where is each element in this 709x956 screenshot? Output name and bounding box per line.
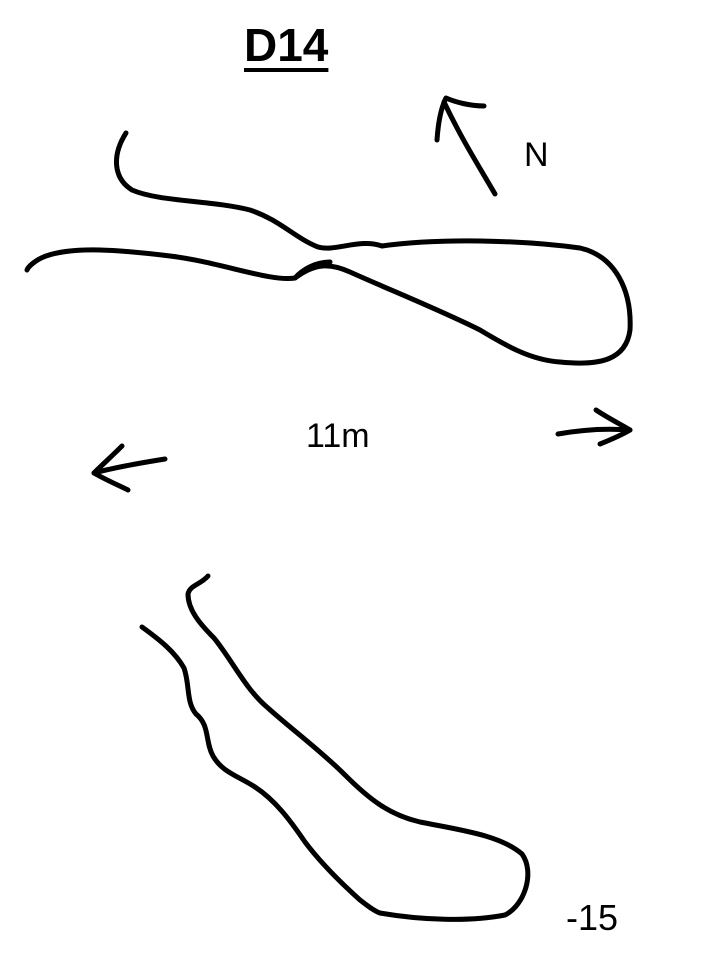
bottom-outline-left-edge [139,624,383,916]
depth-label: -15 [566,897,619,938]
right-arrow-head [593,407,633,447]
right-arrow-shaft [555,426,633,437]
diagram-title: D14 [244,19,329,71]
north-arrow-shaft [441,99,498,197]
north-label: N [524,136,549,174]
left-arrow-head [91,443,131,493]
north-arrow-head [434,95,487,143]
distance-label: 11m [306,417,370,455]
top-outline-upper-edge [24,130,633,366]
bottom-outline-right-edge [185,573,531,922]
left-arrow-shaft [91,456,168,476]
top-outline-bump [292,259,333,281]
